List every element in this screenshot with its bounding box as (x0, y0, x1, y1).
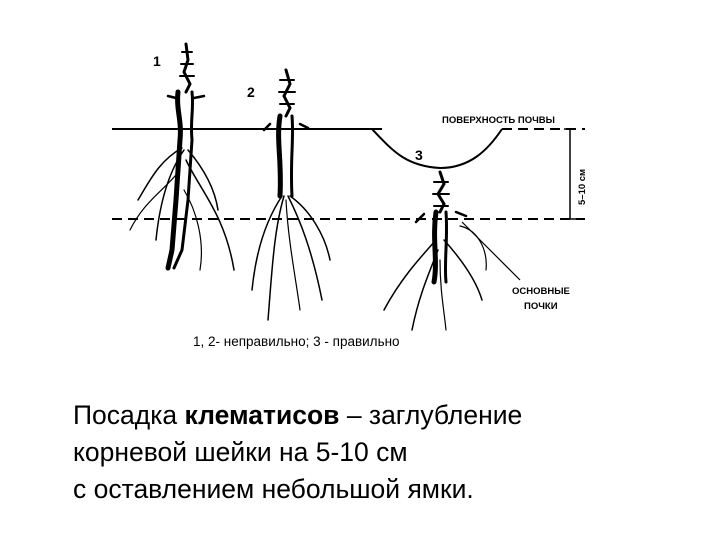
text-line-1: Посадка клематисов – заглубление (73, 397, 522, 434)
plant-2 (252, 70, 330, 320)
soil-surface-line (112, 129, 585, 168)
main-buds-label-line1: ОСНОВНЫЕ (512, 286, 570, 297)
description-text: Посадка клематисов – заглубление корнево… (73, 397, 522, 508)
plant-1 (130, 44, 234, 270)
plant-3-number: 3 (415, 147, 423, 163)
plant-3 (384, 172, 486, 330)
main-buds-label-line2: ПОЧКИ (524, 301, 558, 312)
text-line-1-suffix: – заглубление (339, 400, 522, 430)
clematis-planting-diagram: 1 2 3 ПОВЕРХНОСТЬ ПОЧВЫ 5–10 см ОСНОВНЫЕ… (0, 0, 720, 380)
text-line-3: с оставлением небольшой ямки. (73, 471, 522, 508)
plant-1-number: 1 (153, 53, 161, 69)
diagram-caption: 1, 2- неправильно; 3 - правильно (193, 334, 400, 349)
text-line-1-prefix: Посадка (73, 400, 185, 430)
depth-dimension (564, 129, 576, 219)
soil-surface-label: ПОВЕРХНОСТЬ ПОЧВЫ (442, 115, 555, 126)
buds-pointer (462, 222, 520, 280)
depth-label: 5–10 см (577, 169, 588, 205)
text-line-1-bold: клематисов (185, 400, 340, 430)
plant-2-number: 2 (247, 84, 255, 100)
text-line-2: корневой шейки на 5-10 см (73, 434, 522, 471)
